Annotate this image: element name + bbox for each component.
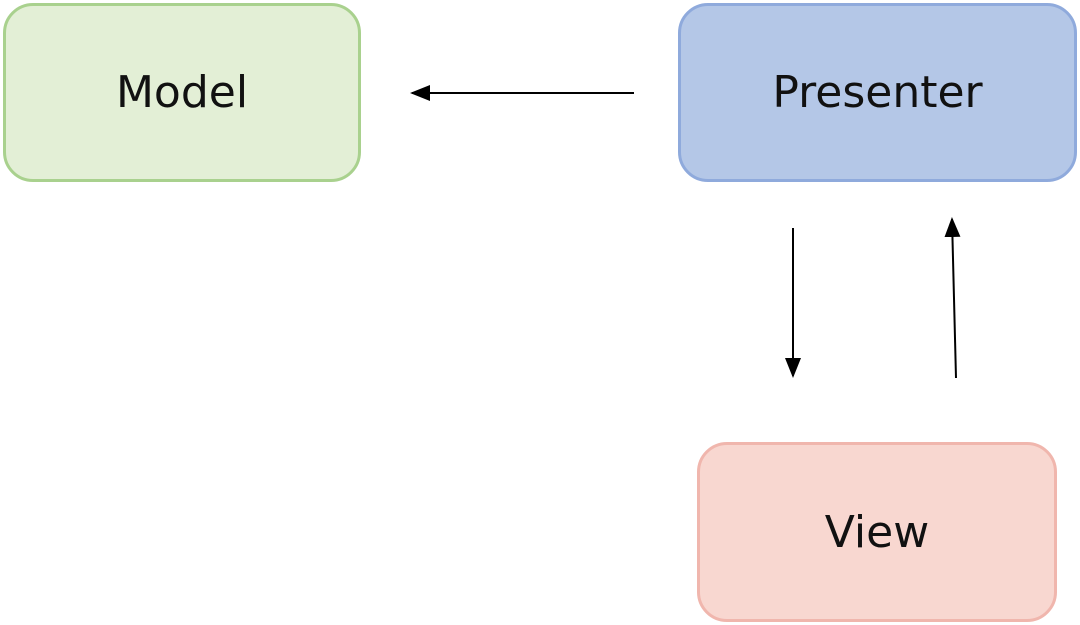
model-label: Model <box>115 67 249 118</box>
arrow-view-to-presenter <box>944 217 961 379</box>
view-box: View <box>697 442 1057 622</box>
presenter-label: Presenter <box>772 67 983 118</box>
model-box: Model <box>3 3 361 182</box>
presenter-box: Presenter <box>678 3 1077 182</box>
view-label: View <box>824 506 930 558</box>
